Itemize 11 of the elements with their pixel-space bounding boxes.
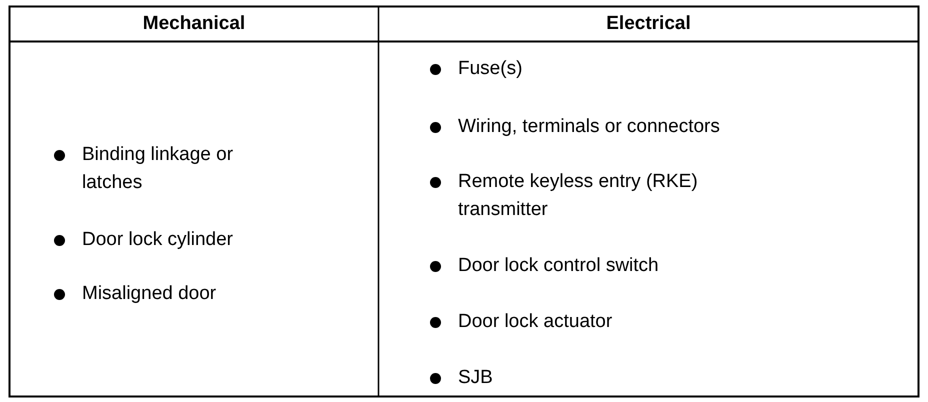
list-item: Remote keyless entry (RKE) transmitter	[458, 170, 699, 222]
list-item: Door lock actuator	[458, 310, 614, 334]
column-header: Mechanical	[142, 12, 246, 36]
list-item: Door lock control switch	[458, 254, 660, 278]
list-item: SJB	[458, 366, 494, 390]
column-header: Electrical	[605, 12, 692, 36]
list-item: Binding linkage or latches	[82, 143, 234, 195]
list-item: Door lock cylinder	[82, 228, 234, 252]
list-item: Wiring, terminals or connectors	[458, 115, 721, 139]
list-item: Fuse(s)	[458, 57, 524, 81]
list-item: Misaligned door	[82, 282, 218, 306]
